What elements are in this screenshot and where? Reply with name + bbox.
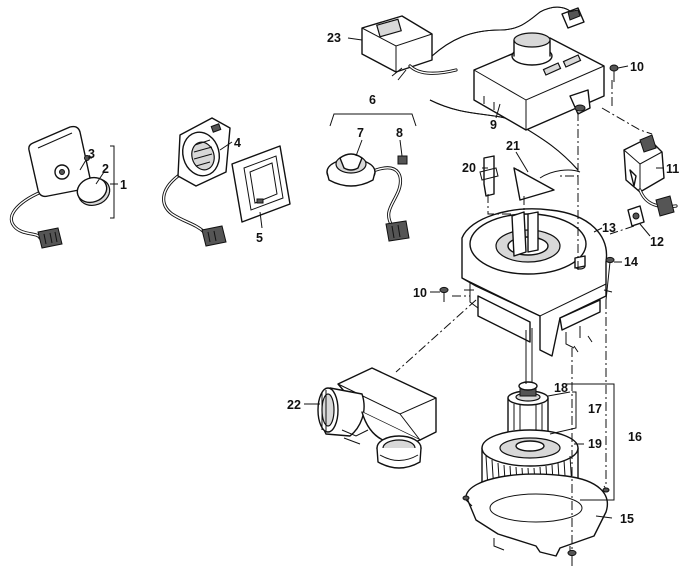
callout-4: 4	[234, 136, 241, 150]
callout-3: 3	[88, 147, 95, 161]
thermostat-unit-part-4	[162, 117, 231, 247]
callout-14: 14	[624, 255, 638, 269]
sensor-cable-part-8	[374, 155, 410, 242]
control-box-part-9	[473, 7, 605, 131]
callout-16: 16	[628, 430, 642, 444]
callout-13: 13	[602, 221, 616, 235]
room-thermostat-part-1	[9, 125, 92, 249]
base-plate-part-15	[462, 473, 610, 557]
thermostat-knob-part-2	[76, 176, 111, 206]
control-module-part-11	[623, 134, 678, 217]
callout-10-left: 10	[413, 286, 427, 300]
motor-cap-part-18	[518, 381, 538, 391]
sensor-part-7	[326, 153, 376, 187]
callout-21: 21	[506, 139, 520, 153]
callout-9: 9	[490, 118, 497, 132]
clip-part-12	[627, 205, 645, 227]
callout-10-top: 10	[630, 60, 644, 74]
screw-bottom	[567, 549, 577, 566]
blower-housing-part-13	[461, 208, 613, 357]
spring-clip-part-21	[513, 167, 581, 201]
callout-20: 20	[462, 161, 476, 175]
callout-12: 12	[650, 235, 664, 249]
motor-part-17	[507, 385, 549, 435]
callout-6: 6	[369, 93, 376, 107]
elbow-duct-part-22	[317, 367, 437, 469]
alignment-lines	[395, 80, 653, 550]
callout-5: 5	[256, 231, 263, 245]
transformer-part-23	[361, 15, 458, 81]
callout-23: 23	[327, 31, 341, 45]
callout-1: 1	[120, 178, 127, 192]
callout-7: 7	[357, 126, 364, 140]
bracket-part-20	[479, 155, 499, 197]
screw-part-14	[605, 256, 615, 301]
motor-assembly-part-16	[462, 328, 610, 566]
callout-labels: 1 2 3 4 5 6 7 8 9 10 10 11 12 13 14 15 1…	[88, 31, 679, 526]
callout-18: 18	[554, 381, 568, 395]
wall-plate-part-5	[231, 145, 291, 223]
callout-17: 17	[588, 402, 602, 416]
screw-part-10-left	[439, 286, 449, 302]
callout-2: 2	[102, 162, 109, 176]
callout-8: 8	[396, 126, 403, 140]
screw-part-10-top	[609, 64, 619, 82]
callout-15: 15	[620, 512, 634, 526]
callout-19: 19	[588, 437, 602, 451]
callout-22: 22	[287, 398, 301, 412]
leader-lines	[88, 37, 664, 519]
callout-11: 11	[666, 162, 679, 176]
